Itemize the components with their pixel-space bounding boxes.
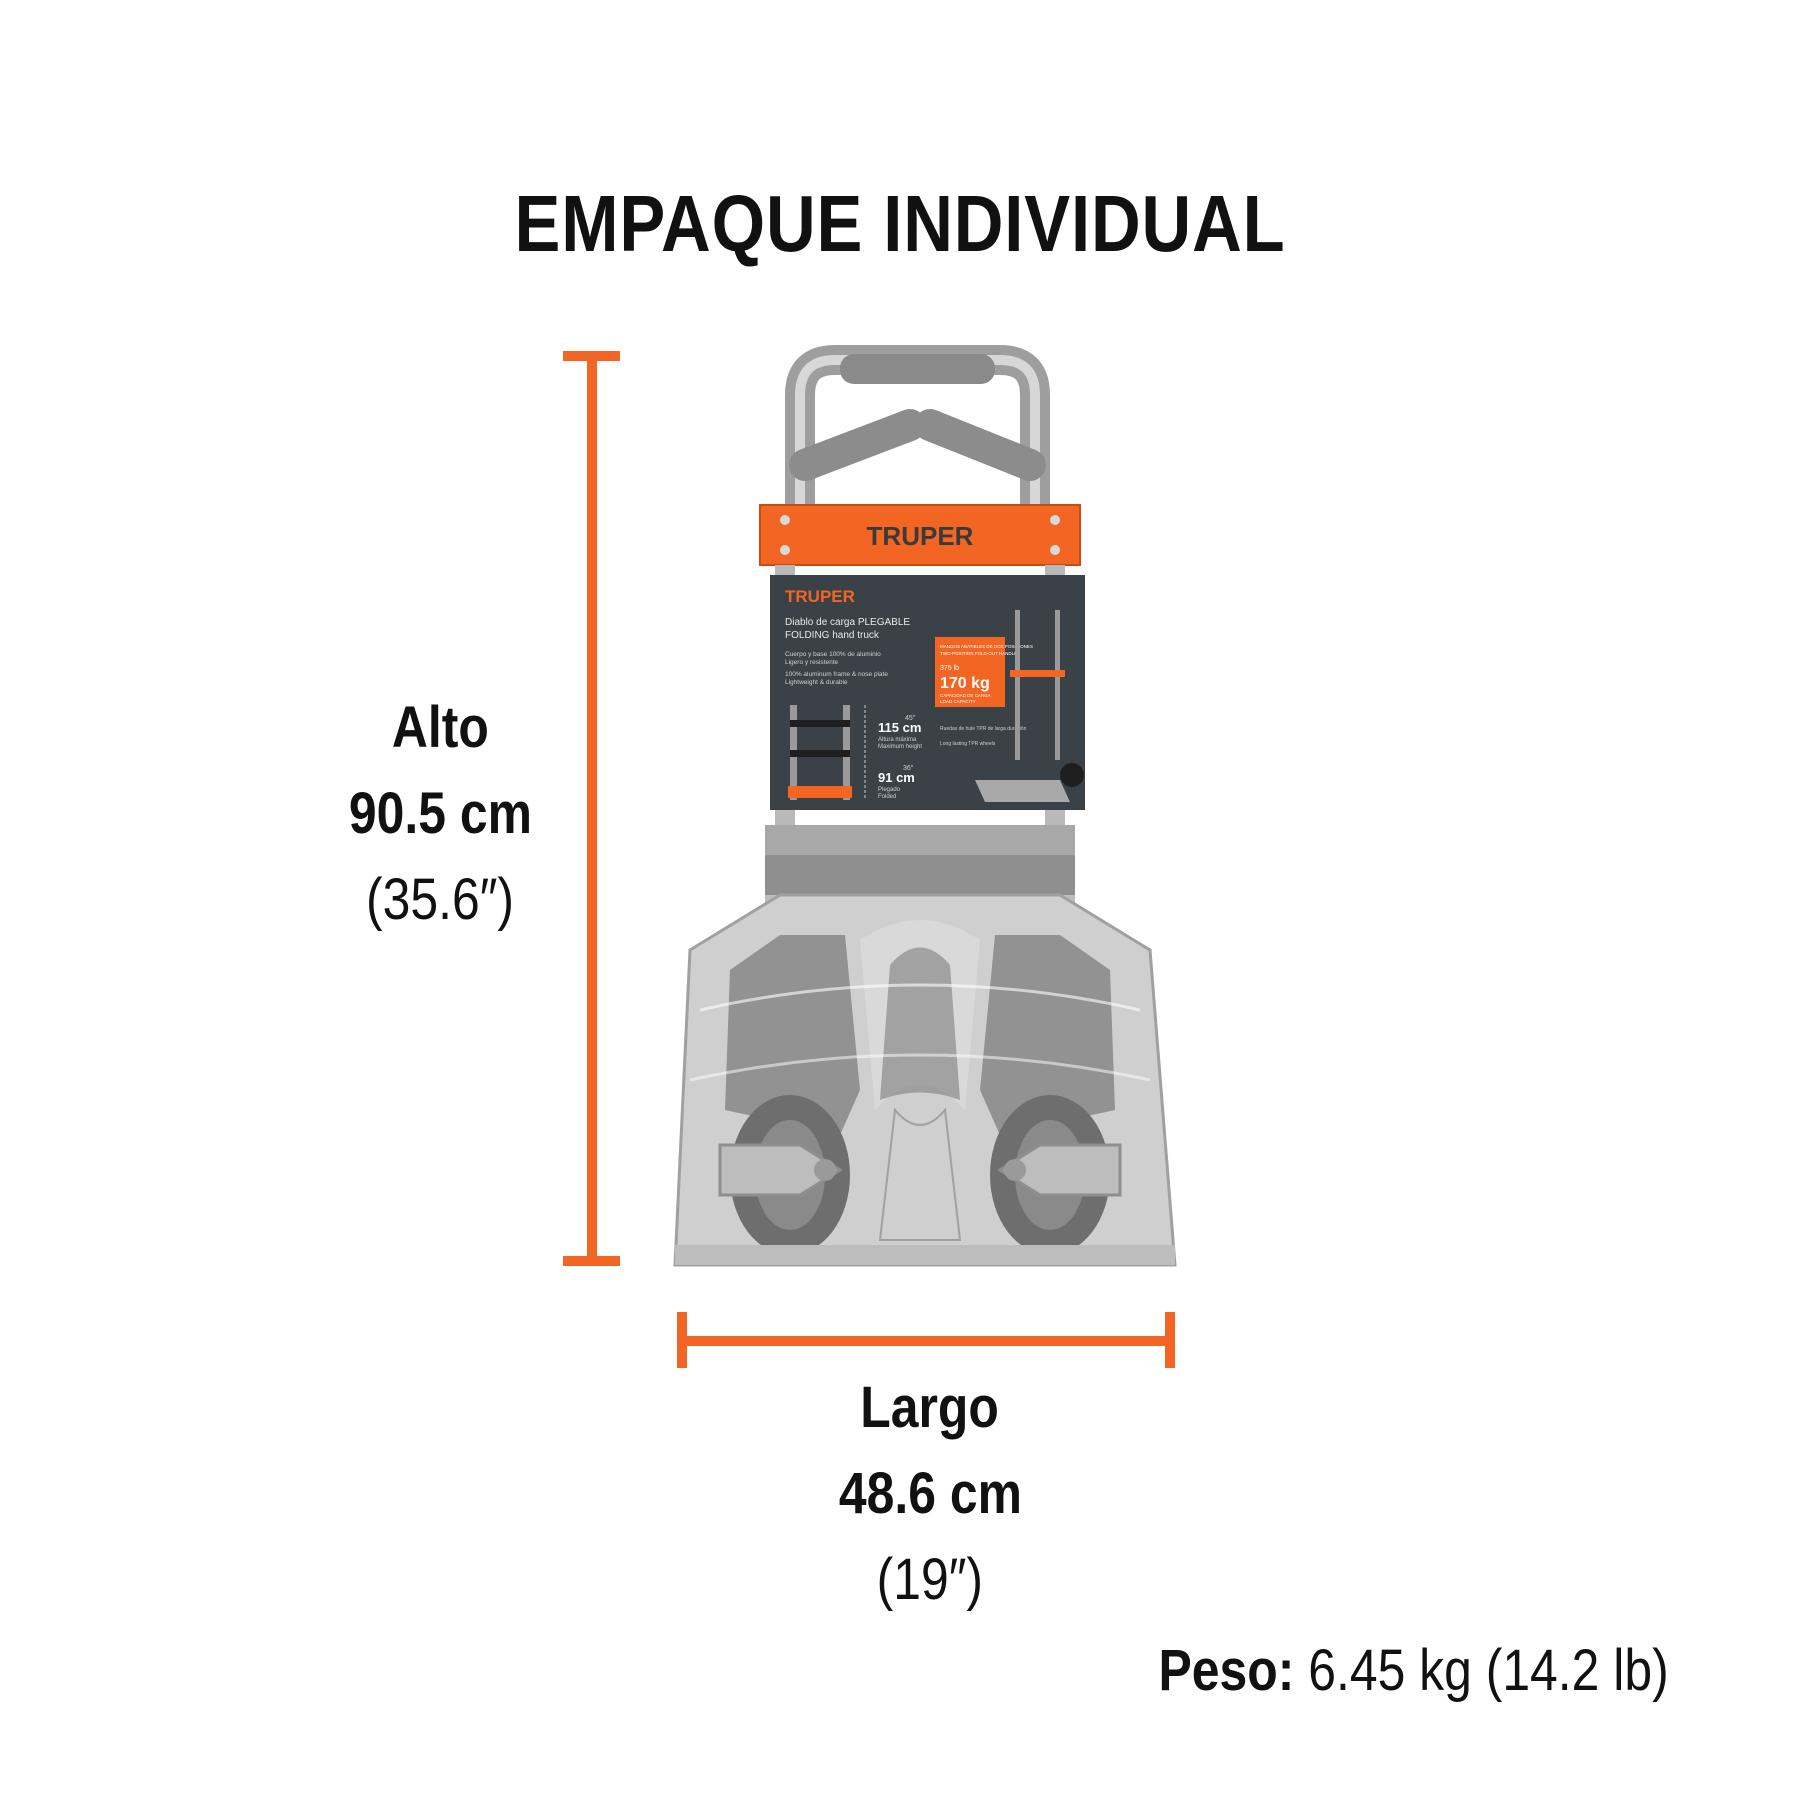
height-label: Alto [391,695,489,760]
label-wheels-en: Long lasting TPR wheels [940,741,996,747]
product-label-card [770,575,1085,810]
hand-truck-image: TRUPER TRUPER Diablo de carga PLEGABLE F… [673,345,1177,1267]
height-value: 90.5 cm [348,781,532,846]
label-handles-note: MANGOS ABATIBLES DE DOS POSICIONES [940,644,1033,649]
label-folded-es: Plegado [878,787,901,793]
weight-info: Peso: 6.45 kg (14.2 lb) [1117,1636,1710,1706]
length-dimension-line [677,1312,1175,1368]
height-imperial: (35.6″) [366,867,514,932]
label-max-height-es: Altura máxima [878,737,917,743]
label-feature: 100% aluminum frame & nose plate [785,671,888,678]
height-dimension: Alto 90.5 cm (35.6″) [290,685,590,943]
label-name-en: FOLDING hand truck [785,630,880,641]
label-folded-height: 91 cm [878,770,915,785]
weight-label: Peso: [1158,1638,1295,1703]
label-capacity: 170 kg [940,675,990,692]
length-value: 48.6 cm [838,1461,1022,1526]
label-max-height: 115 cm [878,720,921,735]
length-label: Largo [860,1375,1000,1440]
page-title: EMPAQUE INDIVIDUAL [514,179,1286,268]
label-wheels-es: Ruedas de hule TPR de larga duración [940,726,1027,732]
label-capacity-lb: 375 lb [940,665,959,672]
weight-value: 6.45 kg (14.2 lb) [1308,1638,1669,1703]
label-capacity-es: CAPACIDAD DE CARGA [940,693,991,698]
height-dimension-line [563,351,620,1266]
label-brand: TRUPER [785,587,855,606]
label-max-height-en: Maximum height [878,744,922,750]
crossbar-brand-text: TRUPER [867,521,974,551]
length-dimension: Largo 48.6 cm (19″) [780,1365,1080,1623]
label-folded-en: Folded [878,794,896,800]
label-name-es: Diablo de carga PLEGABLE [785,617,910,628]
label-folded-height-in: 36″ [903,765,914,772]
capacity-badge [935,637,1005,707]
label-handles-note-en: TWO-POSITION FOLD-OUT HANDLES [940,651,1020,656]
length-imperial: (19″) [876,1547,984,1612]
label-feature: Ligero y resistente [785,659,838,666]
label-feature: Cuerpo y base 100% de aluminio [785,651,881,658]
label-max-height-in: 45″ [905,715,916,722]
label-feature: Lightweight & durable [785,679,848,686]
label-capacity-en: LOAD CAPACITY [940,699,976,704]
